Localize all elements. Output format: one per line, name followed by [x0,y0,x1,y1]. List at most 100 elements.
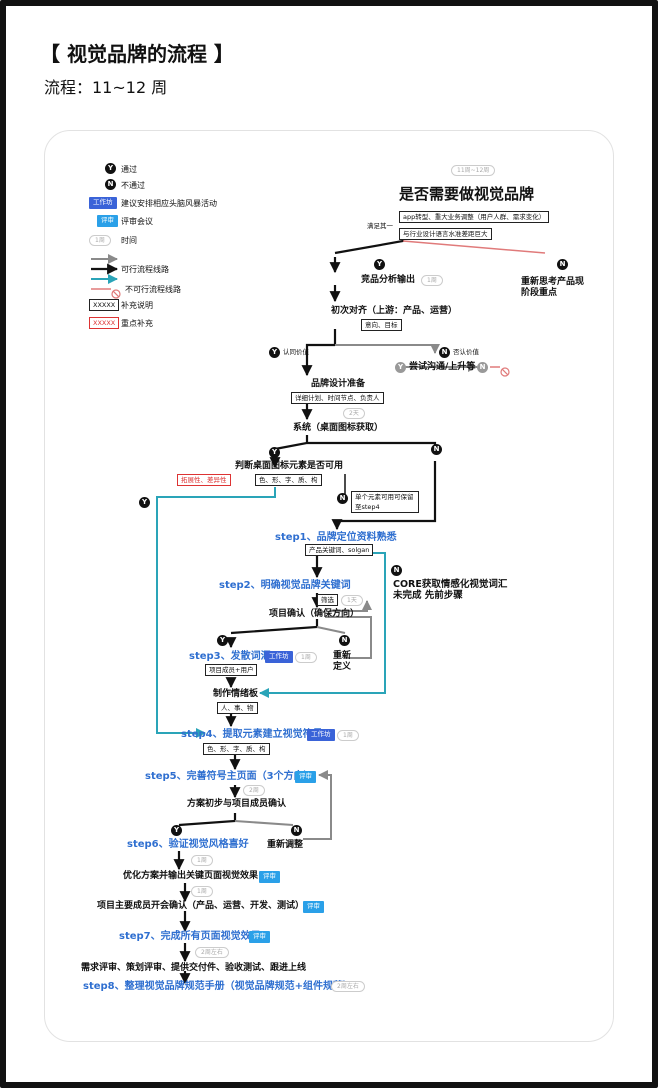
moodboard-detail-box: 人、事、物 [217,702,258,714]
redefine-node: 重新定义 [333,651,352,672]
legend-time-desc: 时间 [121,236,137,245]
optimize-node: 优化方案并输出关键页面视觉效果 [123,871,259,881]
legend-fail-label: 不通过 [121,181,145,190]
no-marker: N [477,362,488,373]
step1-label: step1、品牌定位资料熟悉 [275,532,397,543]
step3-workshop-badge: 工作坊 [265,651,293,663]
no-marker: N [105,179,116,190]
step2-node: step2、明确视觉品牌关键词 [219,580,351,592]
system-icon-node: 系统（桌面图标获取） [293,423,384,433]
no-marker: N [291,825,302,836]
yes-marker: Y [269,447,280,458]
competitive-analysis-node: 竞品分析输出 [361,275,416,285]
prep-detail-box: 详细计划、时间节点、负责人 [291,392,384,404]
no-marker: N [431,444,442,455]
legend-pass-label: 通过 [121,165,137,174]
step2-detail-box: 筛选 [317,594,338,606]
disagree-value-label: 否认价值 [453,348,479,356]
step7-time-pill: 2周左右 [195,947,229,958]
judge-icon-node: 判断桌面图标元素是否可用 [235,461,344,471]
prep-time-pill: 2天 [343,408,365,419]
step4-node: step4、提取元素建立视觉符号 [181,729,323,741]
step3-node: step3、发散词汇 [189,651,271,663]
judge-red-box: 拓展性、差异性 [177,474,231,486]
project-confirm-node: 项目确认（确保方向） [269,609,360,619]
step3-detail-box: 项目成员+用户 [205,664,258,676]
initial-align-node: 初次对齐（上游：产品、运营） [331,306,458,316]
judge-detail-box: 色、形、字、质、构 [255,474,322,486]
legend-key-desc: 重点补充 [121,319,153,328]
step1-detail-box: 产品关键词、solgan [305,544,374,556]
condition-1-box: app转型、重大业务调整（用户人群、需求变化） [399,211,550,223]
step4-time-pill: 1周 [337,730,359,741]
moodboard-node: 制作情绪板 [213,689,259,699]
step4-workshop-badge: 工作坊 [307,729,335,741]
step5-label: step5、完善符号主页面（3个方向） [145,771,314,782]
no-marker: N [439,347,450,358]
rethink-node: 重新思考产品现阶段重点 [521,277,585,298]
legend-feasible-label: 可行流程线路 [121,265,169,274]
no-marker: N [391,565,402,576]
step6-label: step6、验证视觉风格喜好 [127,839,249,850]
step2-time-pill: 1天 [341,595,363,606]
yes-marker: Y [269,347,280,358]
page-title: 【 视觉品牌的流程 】 [40,42,234,66]
try-communicate-node: 尝试沟通/上升等 [409,362,476,372]
yes-marker: Y [139,497,150,508]
connector-lines [91,228,546,985]
step7-label: step7、完成所有页面视觉效果 [119,931,261,942]
brand-prep-node: 品牌设计准备 [311,379,366,389]
optimize-time-pill: 1周 [191,886,213,897]
satisfy-one-label: 满足其一 [367,222,393,230]
competitive-time-pill: 1周 [421,275,443,286]
step6-node: step6、验证视觉风格喜好 [127,839,249,851]
members-review-badge: 评审 [303,901,324,913]
step5-review-badge: 评审 [295,771,316,783]
yes-marker: Y [217,635,228,646]
legend-workshop-badge: 工作坊 [89,197,117,209]
align-detail-box: 意向、目标 [361,319,402,331]
preliminary-confirm-node: 方案初步与项目成员确认 [187,799,287,809]
total-time-pill: 11周~12周 [451,165,496,176]
step3-label: step3、发散词汇 [189,651,271,662]
step5-time-pill: 2周 [243,785,265,796]
yes-marker: Y [395,362,406,373]
core-note: CORE获取情感化视觉词汇未完成 先前步骤 [393,579,508,602]
single-keep-box: 单个元素可用可保留至step4 [351,491,419,513]
ban-icon [500,362,510,377]
legend-review-desc: 评审会议 [121,217,153,226]
no-marker: N [337,493,348,504]
legend-note-desc: 补充说明 [121,301,153,310]
ban-icon [111,284,121,299]
step4-detail-box: 色、形、字、质、构 [203,743,270,755]
yes-marker: Y [374,259,385,270]
delivery-node: 需求评审、策划评审、提供交付件、验收测试、跟进上线 [81,963,307,973]
legend-review-badge: 评审 [97,215,118,227]
no-marker: N [557,259,568,270]
legend-workshop-desc: 建议安排相应头脑风暴活动 [121,199,217,208]
step5-node: step5、完善符号主页面（3个方向） [145,771,314,783]
step8-node: step8、整理视觉品牌规范手册（视觉品牌规范+组件规范） [83,981,353,993]
condition-2-box: 与行业设计语言水准差距巨大 [399,228,492,240]
step7-review-badge: 评审 [249,931,270,943]
legend-time-pill: 1周 [89,235,111,246]
main-question: 是否需要做视觉品牌 [399,185,535,203]
yes-marker: Y [171,825,182,836]
step1-node: step1、品牌定位资料熟悉 [275,532,397,544]
no-marker: N [339,635,350,646]
members-meeting-node: 项目主要成员开会确认（产品、运营、开发、测试） [97,901,305,911]
legend-key-box: XXXXX [89,317,120,329]
step6-time-pill: 1周 [191,855,213,866]
page-subtitle: 流程：11~12 周 [44,78,168,97]
legend-infeasible-label: 不可行流程线路 [125,285,181,294]
step3-time-pill: 1周 [295,652,317,663]
flowchart-card: Y 通过 N 不通过 工作坊 建议安排相应头脑风暴活动 评审 评审会议 1周 时… [44,130,614,1042]
yes-marker: Y [105,163,116,174]
readjust-node: 重新调整 [267,840,304,850]
step7-node: step7、完成所有页面视觉效果 [119,931,261,943]
step8-time-pill: 2周左右 [331,981,365,992]
step2-label: step2、明确视觉品牌关键词 [219,580,351,591]
agree-value-label: 认同价值 [283,348,309,356]
step8-label: step8、整理视觉品牌规范手册（视觉品牌规范+组件规范） [83,981,354,992]
legend-note-box: XXXXX [89,299,120,311]
